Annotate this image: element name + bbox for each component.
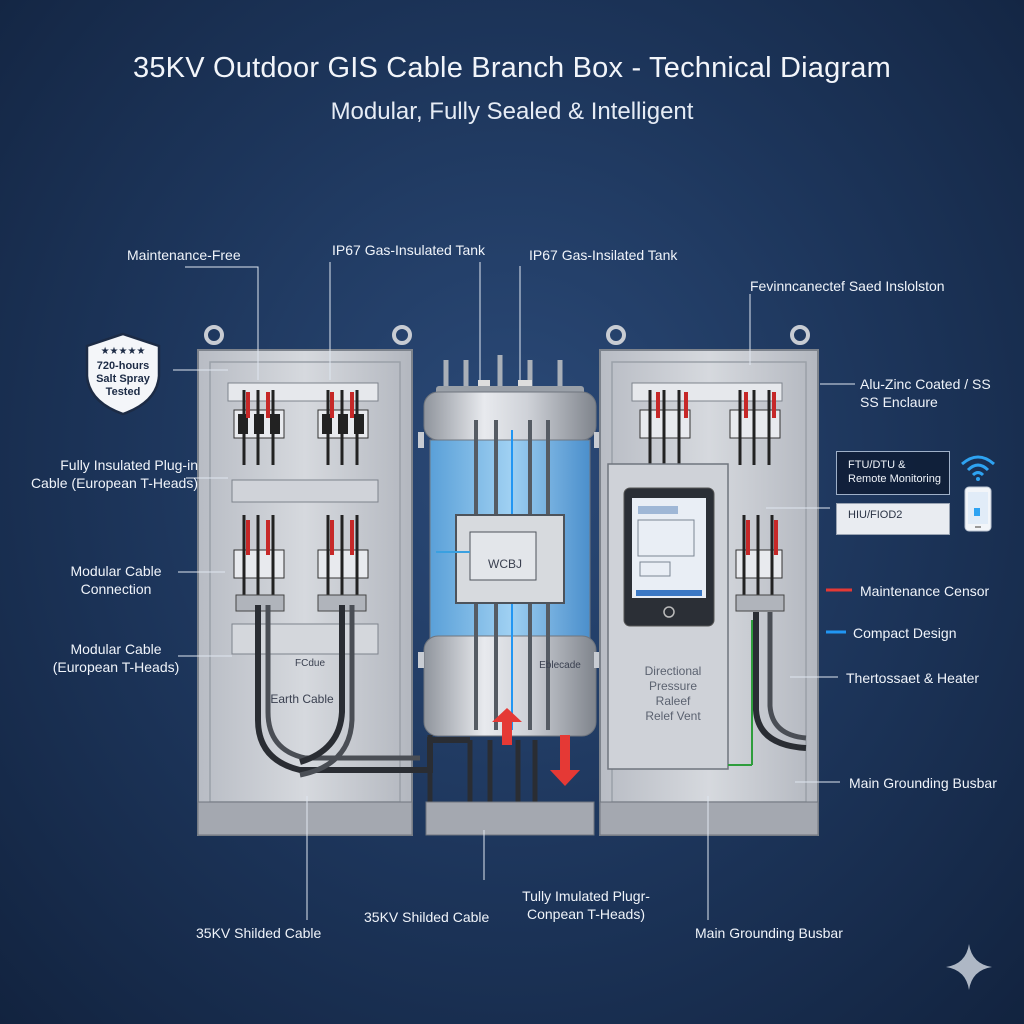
label-ip67-left: IP67 Gas-Insulated Tank — [332, 242, 486, 258]
vcb-label: WCBJ — [488, 557, 522, 571]
monitoring-line-1: FTU/DTU & — [848, 459, 906, 471]
label-compact-design: Compact Design — [853, 625, 957, 641]
label-modular-cable: Modular Cable (European T-Heads) — [40, 640, 192, 676]
badge-line-2: Salt Spray — [96, 373, 150, 385]
label-modular-connection-line-2: Connection — [80, 581, 152, 597]
label-thermostat-heater: Thertossaet & Heater — [846, 670, 980, 686]
label-tully-insulated: Tully Imulated Plugr- Conpean T-Heads) — [506, 887, 666, 923]
remote-monitoring-box — [836, 451, 950, 495]
relief-line-1: Directional — [644, 664, 702, 678]
relief-line-4: Relef Vent — [645, 709, 701, 723]
page-title: 35KV Outdoor GIS Cable Branch Box - Tech… — [133, 52, 891, 84]
badge-line-3: Tested — [105, 386, 141, 398]
label-modular-connection: Modular Cable Connection — [62, 562, 170, 598]
label-alu-zinc-line-2: SS Enclaure — [860, 394, 938, 410]
label-sealed-insulation: Fevinncanectef Saed Inslolston — [750, 278, 945, 294]
label-main-grounding-right: Main Grounding Busbar — [849, 775, 997, 791]
label-main-grounding-bottom: Main Grounding Busbar — [695, 925, 843, 941]
svg-text:★★★★★: ★★★★★ — [101, 346, 146, 357]
hiu-box — [836, 503, 950, 535]
label-fully-insulated: Fully Insulated Plug-in Cable (European … — [31, 456, 198, 492]
label-alu-zinc: Alu-Zinc Coated / SS SS Enclaure — [860, 375, 991, 411]
label-shielded-cable-center: 35KV Shilded Cable — [364, 909, 490, 925]
pressure-relief-label: Directional Pressure Raleef Relef Vent — [628, 664, 718, 724]
relief-line-3: Raleef — [655, 694, 691, 708]
shield-badge-icon: ★★★★★ — [85, 332, 161, 416]
left-cabinet — [197, 325, 470, 836]
right-cabinet — [599, 325, 819, 836]
label-fully-insulated-line-1: Fully Insulated Plug-in — [60, 457, 198, 473]
badge-line-1: 720-hours — [96, 360, 150, 372]
wifi-icon — [961, 455, 995, 481]
hiu-label: HIU/FIOD2 — [848, 509, 903, 521]
leader-lines — [173, 262, 855, 920]
remote-monitoring-text: FTU/DTU & Remote Monitoring — [848, 458, 941, 486]
smartphone-icon — [964, 486, 992, 532]
label-tully-line-2: Conpean T-Heads) — [526, 906, 646, 922]
label-tully-line-1: Tully Imulated Plugr- — [522, 888, 650, 904]
label-modular-cable-line-1: Modular Cable — [70, 641, 162, 657]
sparkle-icon — [946, 944, 992, 990]
fcdue-label: FCdue — [294, 658, 325, 669]
monitoring-line-2: Remote Monitoring — [848, 473, 941, 485]
label-fully-insulated-line-2: Cable (European T-Heads) — [30, 475, 198, 491]
label-maintenance-free: Maintenance-Free — [127, 247, 241, 263]
label-maintenance-sensor: Maintenance Censor — [860, 583, 990, 599]
label-shielded-cable-left: 35KV Shilded Cable — [196, 925, 322, 941]
earth-cable-label: Earth Cable — [270, 692, 334, 706]
label-modular-cable-line-2: (European T-Heads) — [52, 659, 180, 675]
page-subtitle: Modular, Fully Sealed & Intelligent — [330, 98, 694, 125]
label-modular-connection-line-1: Modular Cable — [70, 563, 162, 579]
relief-line-2: Pressure — [648, 679, 698, 693]
badge-text: 720-hours Salt Spray Tested — [83, 360, 163, 399]
tank-lower-label: Eblecade — [539, 660, 581, 671]
label-alu-zinc-line-1: Alu-Zinc Coated / SS — [860, 376, 991, 392]
gas-insulated-tank — [418, 355, 600, 836]
label-ip67-right: IP67 Gas-Insilated Tank — [529, 247, 678, 263]
